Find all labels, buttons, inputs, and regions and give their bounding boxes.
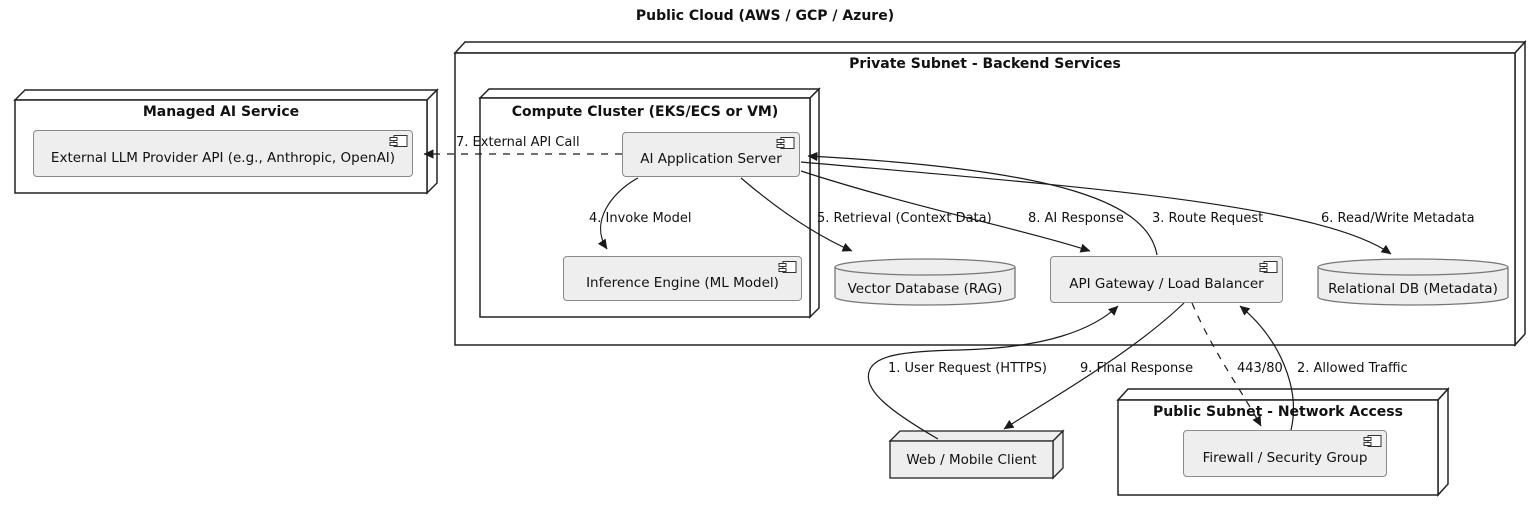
edge-label-retrieval: 5. Retrieval (Context Data) (817, 211, 992, 226)
edge-final-response (1003, 302, 1185, 430)
relational-db-shape (1317, 258, 1509, 306)
edge-label-external-api-call: 7. External API Call (456, 135, 580, 150)
public-subnet-title: Public Subnet - Network Access (1153, 404, 1403, 420)
edge-user-request (867, 305, 1119, 440)
component-inference-engine: Inference Engine (ML Model) (563, 256, 802, 301)
component-firewall-label: Firewall / Security Group (1202, 449, 1368, 466)
edge-label-read-write-metadata: 6. Read/Write Metadata (1321, 211, 1475, 226)
private-subnet-title: Private Subnet - Backend Services (849, 56, 1121, 72)
component-firewall: Firewall / Security Group (1183, 430, 1387, 477)
edge-read-write-metadata (800, 161, 1392, 255)
managed-ai-title: Managed AI Service (142, 104, 300, 120)
vector-db-label: Vector Database (RAG) (847, 281, 1003, 297)
component-llm-api: External LLM Provider API (e.g., Anthrop… (33, 130, 413, 177)
edge-label-ai-response: 8. AI Response (1028, 211, 1124, 226)
component-icon (776, 136, 795, 154)
compute-cluster-title: Compute Cluster (EKS/ECS or VM) (511, 104, 779, 120)
edge-invoke-model (597, 177, 639, 250)
component-llm-api-label: External LLM Provider API (e.g., Anthrop… (50, 149, 396, 166)
component-ai-server-label: AI Application Server (640, 150, 782, 167)
diagram-title: Public Cloud (AWS / GCP / Azure) (635, 8, 895, 24)
edge-label-final-response: 9. Final Response (1080, 361, 1194, 376)
component-inference-engine-label: Inference Engine (ML Model) (586, 274, 779, 291)
edge-ai-response (800, 170, 1091, 253)
edge-label-user-request: 1. User Request (HTTPS) (888, 361, 1047, 376)
web-client-label: Web / Mobile Client (906, 451, 1037, 468)
component-api-gateway: API Gateway / Load Balancer (1050, 256, 1283, 303)
vector-db-shape (834, 258, 1016, 306)
component-api-gateway-label: API Gateway / Load Balancer (1069, 275, 1264, 292)
relational-db-label: Relational DB (Metadata) (1328, 281, 1498, 297)
edge-allowed-traffic (1239, 305, 1294, 431)
edge-label-route-request: 3. Route Request (1152, 211, 1264, 226)
component-ai-server: AI Application Server (622, 132, 800, 177)
web-client-node-shape (888, 429, 1065, 480)
edge-label-port-traffic: 443/80 (1237, 361, 1283, 376)
edge-label-allowed-traffic: 2. Allowed Traffic (1297, 361, 1408, 376)
edge-retrieval (740, 177, 853, 252)
component-icon (778, 260, 797, 278)
component-icon (1259, 260, 1278, 278)
component-icon (1363, 434, 1382, 452)
edge-route-request (807, 151, 1158, 256)
component-icon (389, 134, 408, 152)
edge-label-invoke-model: 4. Invoke Model (589, 211, 692, 226)
edge-port-traffic (1191, 302, 1262, 427)
